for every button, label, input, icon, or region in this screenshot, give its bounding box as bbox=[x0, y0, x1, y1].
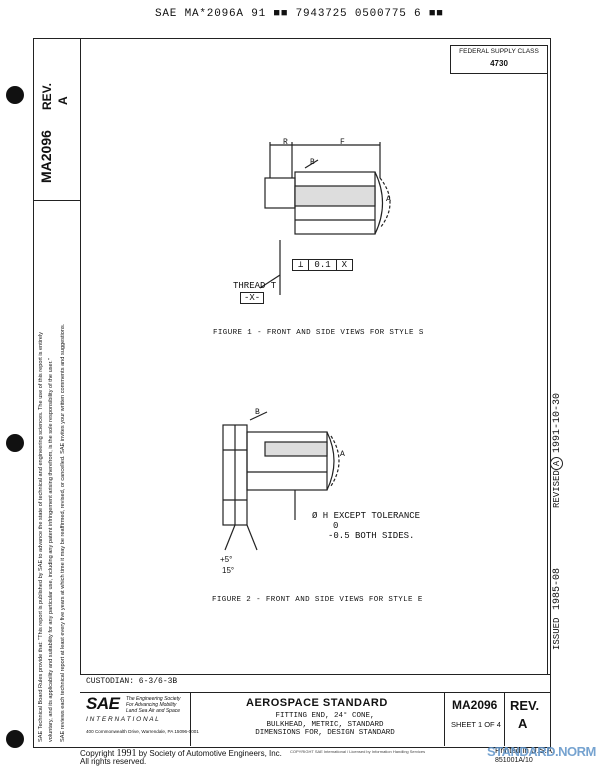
left-disclaimer-1: SAE Technical Board Rules provide that: … bbox=[38, 331, 44, 742]
sae-tagline-2: For Advancing Mobility bbox=[126, 702, 177, 708]
sae-logo: SAE bbox=[86, 694, 120, 713]
right-margin-divider bbox=[547, 72, 548, 674]
figure-2-drawing bbox=[222, 411, 340, 551]
standard-description: FITTING END, 24° CONE, BULKHEAD, METRIC,… bbox=[240, 712, 410, 738]
printed-code: 851001A/10 bbox=[495, 757, 533, 764]
revised-letter: A bbox=[550, 457, 563, 470]
title-block-divider-2 bbox=[444, 692, 445, 746]
federal-supply-value: 4730 bbox=[490, 59, 508, 68]
punch-hole-bottom bbox=[6, 730, 24, 748]
title-sheet: SHEET 1 OF 4 bbox=[451, 720, 501, 729]
fig1-dim-f: F bbox=[340, 138, 345, 147]
desc-line-2: BULKHEAD, METRIC, STANDARD bbox=[266, 720, 384, 729]
fig2-hole-note-1: Ø H EXCEPT TOLERANCE bbox=[312, 511, 421, 521]
punch-hole-middle bbox=[6, 434, 24, 452]
sae-tagline-1: The Engineering Society bbox=[126, 696, 181, 702]
fig2-hole-note-2: 0 bbox=[333, 521, 339, 531]
issued-label: ISSUED bbox=[552, 617, 562, 650]
figure-2-caption: FIGURE 2 - FRONT AND SIDE VIEWS FOR STYL… bbox=[212, 596, 423, 604]
fcf-tolerance: 0.1 bbox=[309, 260, 337, 270]
title-doc-number: MA2096 bbox=[452, 698, 498, 712]
revised-letter-circle: A bbox=[550, 457, 563, 470]
fig2-dim-b: B bbox=[255, 408, 260, 417]
federal-supply-label: FEDERAL SUPPLY CLASS bbox=[459, 48, 539, 55]
custodian-top-line bbox=[80, 674, 550, 675]
figure-1-drawing bbox=[259, 142, 391, 295]
copyright-year: 1991 bbox=[116, 748, 137, 759]
punch-hole-top bbox=[6, 86, 24, 104]
fcf-symbol: ⊥ bbox=[293, 260, 310, 270]
title-block-divider-3 bbox=[504, 692, 505, 746]
federal-supply-box: FEDERAL SUPPLY CLASS 4730 bbox=[450, 45, 548, 74]
sae-tagline-3: Land Sea Air and Space bbox=[126, 708, 181, 714]
revised-label: REVISED bbox=[552, 470, 562, 508]
fig1-feature-control-frame: ⊥ 0.1 X bbox=[292, 259, 354, 271]
fig1-dim-b: B bbox=[310, 158, 315, 167]
title-block-divider-1 bbox=[190, 692, 191, 746]
left-tab-divider bbox=[80, 38, 81, 674]
scan-header: SAE MA*2096A 91 ■■ 7943725 0500775 6 ■■ bbox=[155, 8, 444, 20]
revised-date: 1991-10-30 bbox=[552, 392, 563, 453]
left-disclaimer-2: voluntary, and its applicability and sui… bbox=[48, 358, 54, 742]
desc-line-1: FITTING END, 24° CONE, bbox=[275, 712, 375, 720]
fig1-datum: -X- bbox=[240, 292, 265, 304]
fcf-datum: X bbox=[341, 260, 348, 270]
drawing-frame bbox=[33, 38, 551, 748]
copyright-prefix: Copyright bbox=[80, 749, 115, 758]
printed-in: Printed in U.S.A. bbox=[495, 746, 555, 755]
left-tab-doc-number: MA2096 bbox=[38, 130, 54, 183]
custodian: CUSTODIAN: 6-3/6-3B bbox=[86, 677, 178, 686]
title-block-top-line bbox=[80, 692, 550, 693]
fig2-dim-a: A bbox=[340, 450, 345, 459]
watermark: STANDARD.NORM bbox=[487, 744, 596, 759]
left-tab-rev-label: REV. bbox=[40, 83, 54, 110]
issued-date: 1985-08 bbox=[552, 567, 563, 610]
rights-line: All rights reserved. bbox=[80, 757, 147, 766]
standard-title: AEROSPACE STANDARD bbox=[246, 697, 388, 709]
left-disclaimer-3: SAE reviews each technical report at lea… bbox=[60, 323, 66, 742]
fig2-hole-note-3: -0.5 BOTH SIDES. bbox=[328, 531, 415, 541]
provided-by: COPYRIGHT SAE International / Licensed b… bbox=[290, 749, 426, 754]
figure-1-caption: FIGURE 1 - FRONT AND SIDE VIEWS FOR STYL… bbox=[213, 329, 424, 337]
sae-international: I N T E R N A T I O N A L bbox=[86, 716, 159, 723]
left-tab-rev-value: A bbox=[56, 96, 70, 105]
copyright-line: Copyright 1991 by Society of Automotive … bbox=[80, 748, 282, 759]
fig2-angle-1: +5° bbox=[220, 555, 233, 564]
title-rev-label: REV. bbox=[510, 698, 540, 713]
fig1-thread-label: THREAD T bbox=[233, 281, 277, 291]
copyright-rest: by Society of Automotive Engineers, Inc. bbox=[138, 749, 282, 758]
fig1-dim-a: A bbox=[386, 195, 391, 204]
left-tab-bottom bbox=[33, 200, 80, 201]
fig1-dim-r: R bbox=[283, 138, 288, 147]
title-rev-value: A bbox=[518, 716, 528, 731]
sae-address: 400 Commonwealth Drive, Warrendale, PA 1… bbox=[86, 729, 199, 734]
desc-line-3: DIMENSIONS FOR, DESIGN STANDARD bbox=[255, 729, 395, 737]
fig2-angle-2: 15° bbox=[222, 566, 235, 575]
sae-tagline: The Engineering Society For Advancing Mo… bbox=[126, 696, 180, 714]
